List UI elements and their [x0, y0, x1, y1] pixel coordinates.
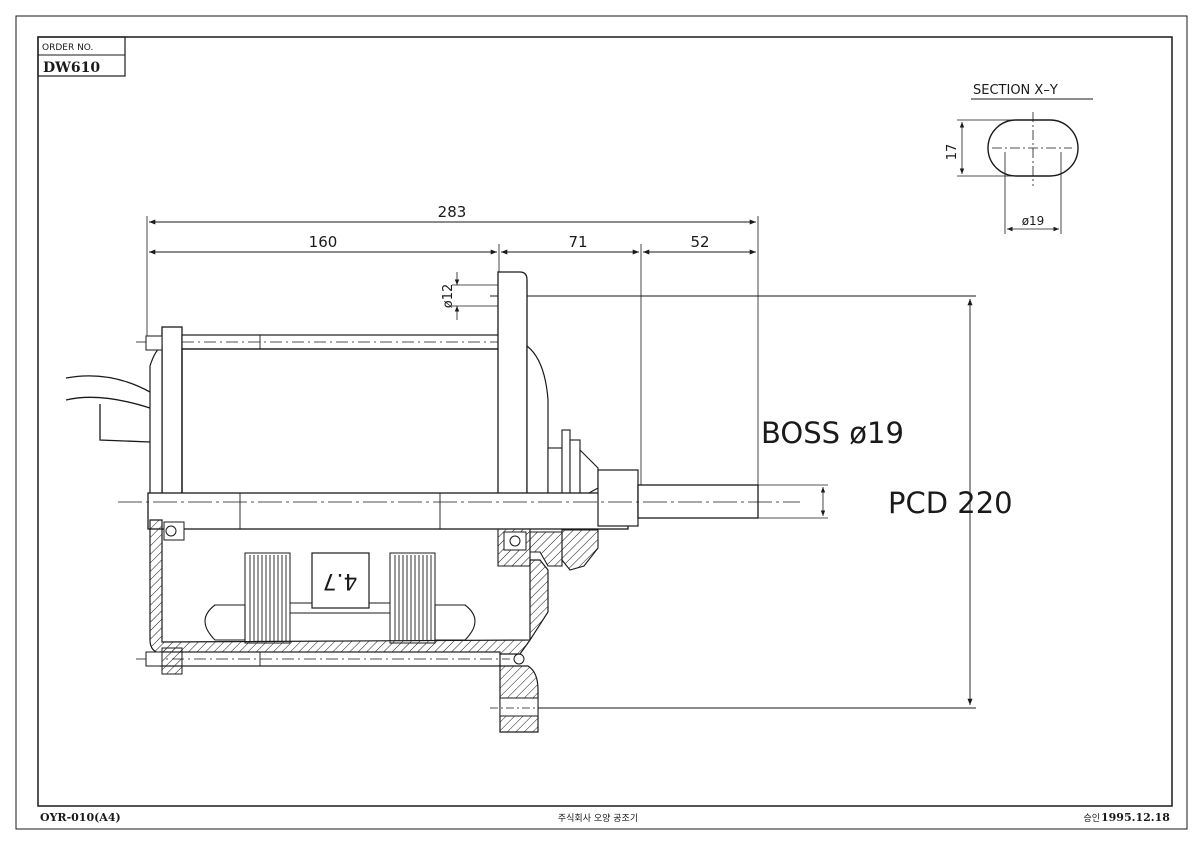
stator-windings [204, 552, 476, 644]
dim-body: 160 [309, 233, 338, 251]
approval-date: 1995.12.18 [1101, 811, 1170, 824]
approval-prefix: 승인 [1083, 813, 1100, 824]
order-number-box: ORDER NO. DW610 [37, 36, 126, 77]
section-detail: SECTION X–Y 17 ø19 [945, 83, 1093, 234]
dim-shaft: 52 [690, 233, 709, 251]
dim-hole: ø12 [441, 284, 456, 309]
top-dimensions: 283 160 71 52 ø12 [146, 203, 759, 518]
order-number-value: DW610 [43, 60, 100, 76]
sheet-border [15, 15, 1188, 830]
section-flat-dim: 17 [945, 144, 960, 161]
title-strip: OYR-010(A4) 주식회사 오양 공조기 승인 1995.12.18 [40, 811, 1170, 824]
pcd-dimension: PCD 220 [490, 295, 1013, 709]
pcd-label: PCD 220 [888, 486, 1013, 520]
section-diameter-dim: ø19 [1022, 214, 1045, 228]
motor-assembly: 4.7 [65, 271, 800, 733]
boss-dimension: BOSS ø19 [758, 416, 904, 519]
dim-mid: 71 [568, 233, 587, 251]
stator-nameplate [311, 552, 370, 609]
dim-overall: 283 [438, 203, 467, 221]
section-title: SECTION X–Y [973, 83, 1058, 98]
order-number-label: ORDER NO. [42, 43, 93, 53]
stator-label: 4.7 [323, 568, 358, 593]
company-name: 주식회사 오양 공조기 [558, 813, 638, 824]
sheet-code: OYR-010(A4) [40, 811, 121, 824]
boss-label: BOSS ø19 [761, 416, 904, 450]
